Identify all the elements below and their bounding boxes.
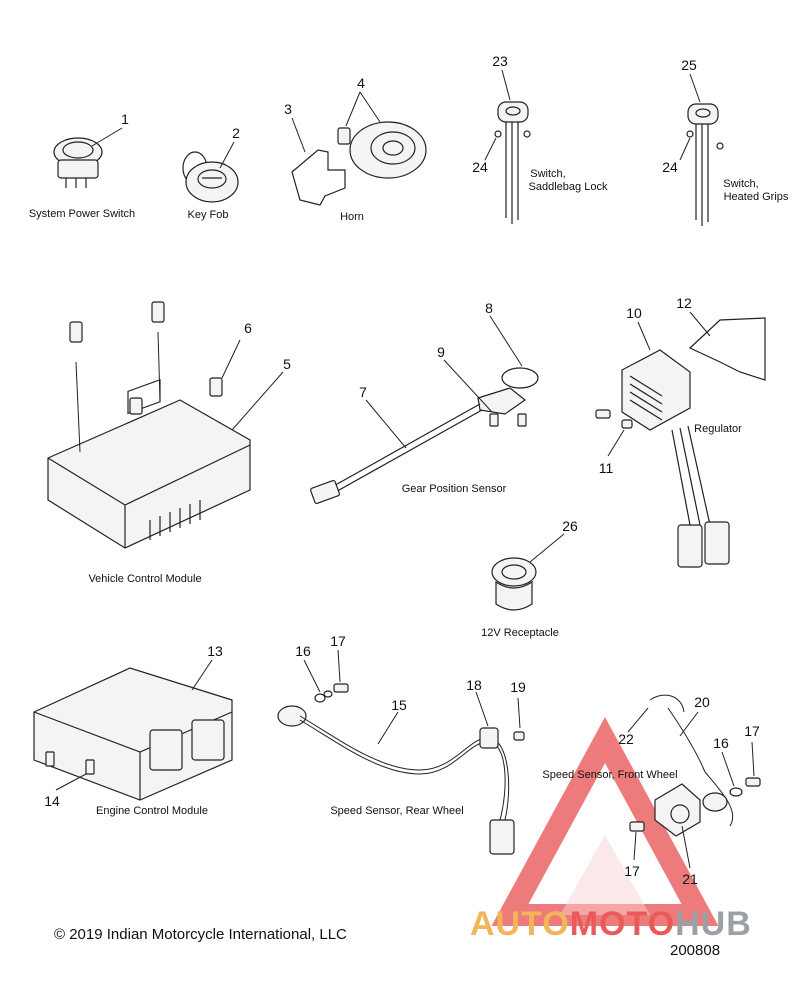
callout-7: 7 — [359, 384, 367, 400]
callout-17-front-bottom: 17 — [624, 863, 640, 879]
callout-20: 20 — [694, 694, 710, 710]
watermark-part-moto: MOTO — [569, 905, 676, 943]
part-labels: System Power Switch Key Fob Horn Switch,… — [29, 168, 789, 817]
saddlebag-lock-switch-part — [484, 69, 531, 224]
watermark-part-hub: HUB — [675, 905, 752, 943]
callout-numbers: 1 2 3 4 23 24 25 24 6 5 8 9 7 10 12 11 2… — [44, 53, 760, 887]
watermark-part-auto: AUTO — [470, 905, 570, 943]
label-vehicle-control-module: Vehicle Control Module — [88, 573, 201, 585]
label-12v-receptacle: 12V Receptacle — [481, 627, 559, 639]
vehicle-control-module-part — [47, 301, 284, 549]
callout-17-front-top: 17 — [744, 723, 760, 739]
callout-19: 19 — [510, 679, 526, 695]
drawing-number: 200808 — [670, 942, 721, 959]
callout-4: 4 — [357, 75, 365, 91]
callout-23: 23 — [492, 53, 508, 69]
label-speed-sensor-front: Speed Sensor, Front Wheel — [542, 769, 677, 781]
callout-9: 9 — [437, 344, 445, 360]
callout-18: 18 — [466, 677, 482, 693]
callout-25: 25 — [681, 57, 697, 73]
callout-17-rear: 17 — [330, 633, 346, 649]
system-power-switch-part — [53, 127, 123, 188]
label-heated-grips-switch-line1: Switch, — [723, 178, 758, 190]
heated-grips-switch-part — [679, 73, 724, 226]
callout-14: 14 — [44, 793, 60, 809]
callout-22: 22 — [618, 731, 634, 747]
callout-6: 6 — [244, 320, 252, 336]
callout-16-rear: 16 — [295, 643, 311, 659]
callout-11: 11 — [599, 460, 614, 476]
callout-13: 13 — [207, 643, 223, 659]
callout-26: 26 — [562, 518, 578, 534]
key-fob-part — [182, 141, 239, 203]
callout-10: 10 — [626, 305, 642, 321]
label-horn: Horn — [340, 211, 364, 223]
callout-12: 12 — [676, 295, 692, 311]
rear-wheel-speed-sensor-part — [277, 649, 525, 855]
label-system-power-switch: System Power Switch — [29, 208, 135, 220]
callout-15: 15 — [391, 697, 407, 713]
label-regulator: Regulator — [694, 423, 742, 435]
label-key-fob: Key Fob — [188, 209, 229, 221]
callout-16-front: 16 — [713, 735, 729, 751]
callout-24-grips: 24 — [662, 159, 678, 175]
callout-1: 1 — [121, 111, 129, 127]
regulator-part — [595, 311, 766, 568]
regulator-fins — [629, 375, 663, 421]
copyright-notice: © 2019 Indian Motorcycle International, … — [54, 926, 347, 943]
horn-part — [291, 91, 427, 206]
callout-24-saddlebag: 24 — [472, 159, 488, 175]
callout-2: 2 — [232, 125, 240, 141]
callout-3: 3 — [284, 101, 292, 117]
callout-5: 5 — [283, 356, 291, 372]
label-gear-position-sensor: Gear Position Sensor — [402, 483, 507, 495]
label-saddlebag-switch-line2: Saddlebag Lock — [529, 181, 608, 193]
label-saddlebag-switch-line1: Switch, — [530, 168, 565, 180]
12v-receptacle-part — [491, 533, 565, 611]
gear-position-sensor-part — [310, 315, 539, 505]
vcm-fins — [149, 500, 201, 540]
label-speed-sensor-rear: Speed Sensor, Rear Wheel — [330, 805, 463, 817]
label-engine-control-module: Engine Control Module — [96, 805, 208, 817]
callout-8: 8 — [485, 300, 493, 316]
front-wheel-speed-sensor-part — [627, 694, 761, 869]
callout-21: 21 — [682, 871, 698, 887]
engine-control-module-part — [33, 659, 233, 801]
watermark-logo-text: AUTOMOTOHUB — [470, 905, 752, 944]
label-heated-grips-switch-line2: Heated Grips — [724, 191, 789, 203]
watermark-triangle — [491, 716, 719, 926]
